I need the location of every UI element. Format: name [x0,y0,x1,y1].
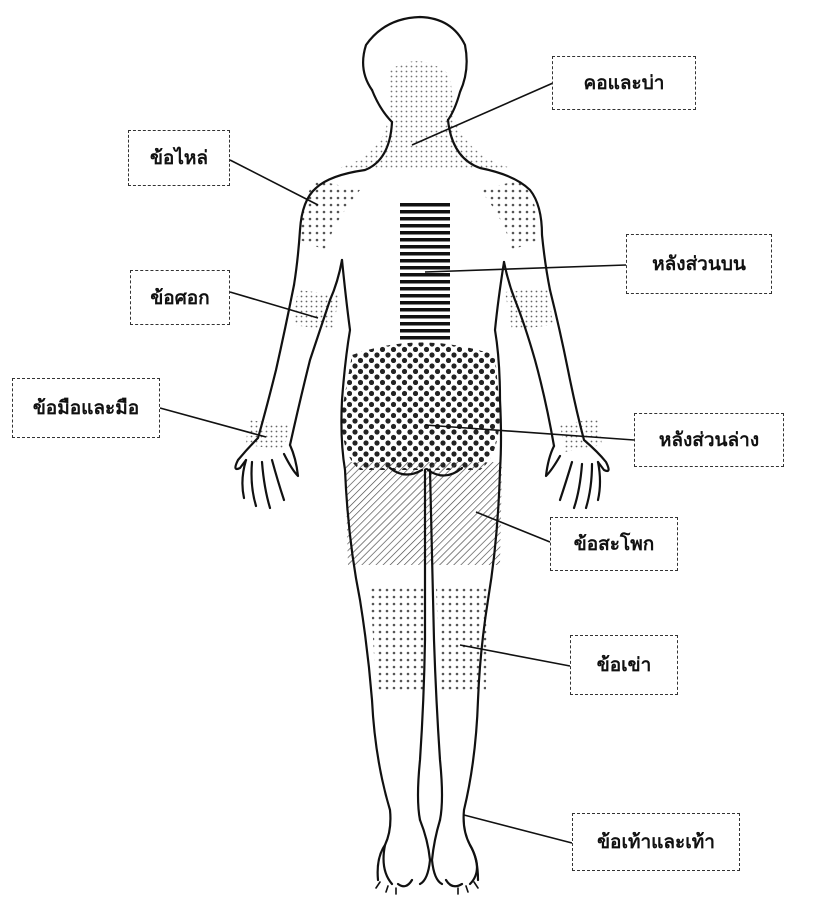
label-upper-back: หลังส่วนบน [626,234,772,294]
label-knee: ข้อเข่า [570,635,678,695]
label-elbow: ข้อศอก [130,270,230,325]
left-hand [242,445,298,508]
label-ankle-foot: ข้อเท้าและเท้า [572,813,740,871]
right-hand [546,446,600,508]
label-lower-back: หลังส่วนล่าง [634,413,784,467]
upper-back-stripes [400,203,450,343]
leader-upper-back [425,265,626,272]
label-shoulder-joint: ข้อไหล่ [128,130,230,186]
left-shoulder-shading [300,180,360,250]
left-arm-inner [290,260,342,445]
neck-shoulder-shading [330,61,520,170]
label-hip: ข้อสะโพก [550,517,678,571]
leader-shoulder-joint [230,160,318,205]
leader-ankle-foot [464,815,572,843]
left-wrist-shading [246,420,290,450]
label-wrist-hand: ข้อมือและมือ [12,378,160,438]
right-foot [432,820,477,886]
left-knee-dots [370,585,425,690]
lower-back-dots [342,343,500,471]
label-neck-shoulder: คอและบ่า [552,56,696,110]
